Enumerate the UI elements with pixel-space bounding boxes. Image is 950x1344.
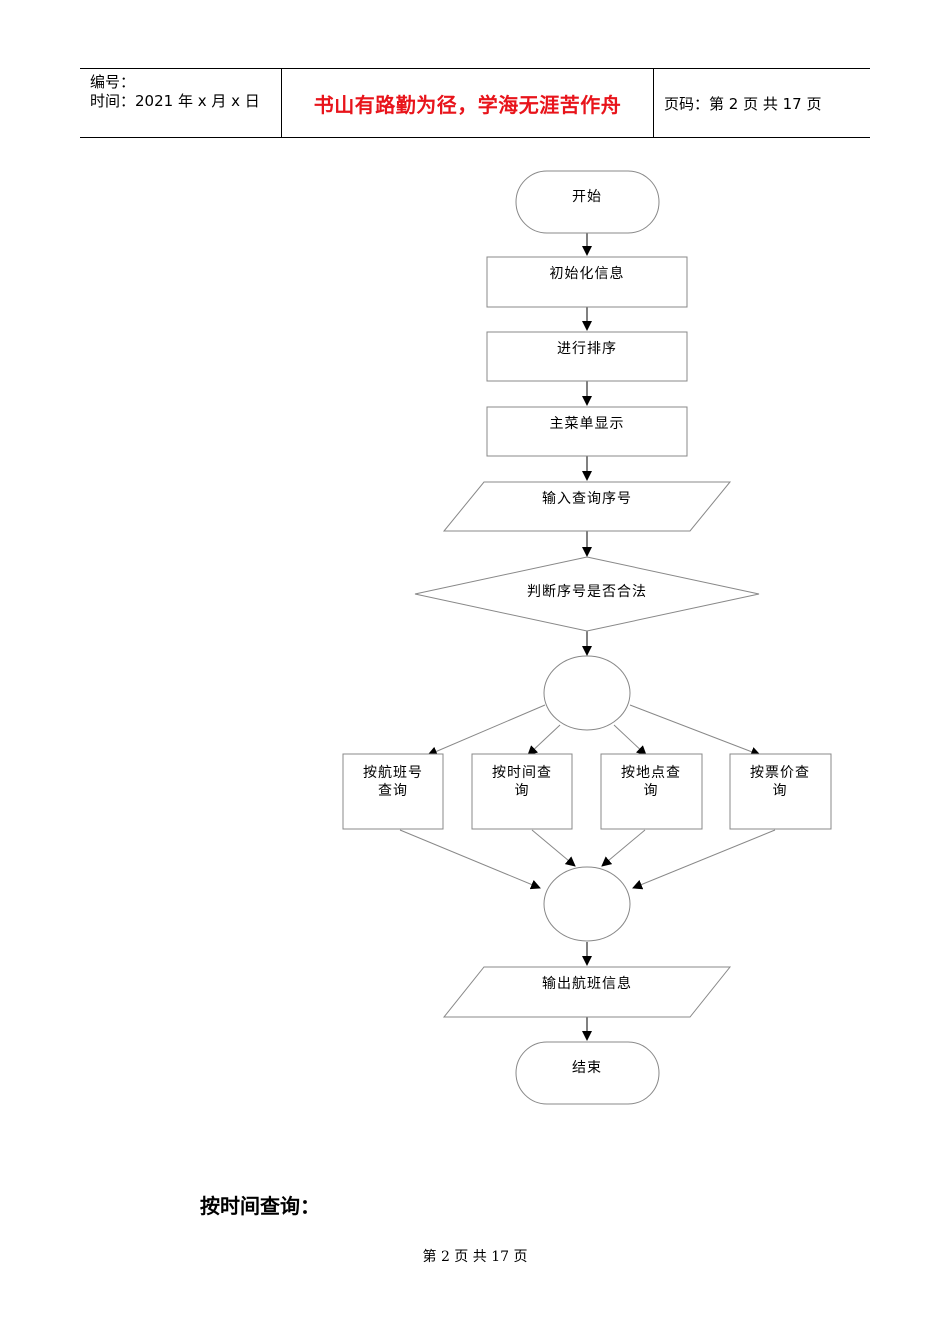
- arrow-from-branch-2: [531, 829, 576, 867]
- branch-2-label-line2: 询: [515, 783, 530, 799]
- number-label: 编号：: [90, 73, 136, 91]
- merge-junction-node: [543, 866, 631, 942]
- motto-text: 书山有路勤为径，学海无涯苦作舟: [313, 92, 622, 117]
- footer-page-number: 第 2 页 共 17 页: [422, 1249, 528, 1265]
- arrow-to-branch-1: [427, 704, 546, 757]
- start-label: 开始: [572, 189, 602, 205]
- header-page-cell: 页码：第 2 页 共 17 页: [654, 69, 870, 137]
- init-node: [486, 256, 688, 308]
- menu-node: [486, 406, 688, 457]
- input-node: [442, 481, 732, 532]
- decision-node: [414, 556, 760, 632]
- branch-junction-node: [543, 655, 631, 731]
- input-label: 输入查询序号: [542, 491, 632, 507]
- branch-3-label-line2: 询: [644, 783, 659, 799]
- menu-label: 主菜单显示: [550, 416, 625, 432]
- document-header: 编号： 时间：2021 年 x 月 x 日 书山有路勤为径，学海无涯苦作舟 页码…: [80, 68, 870, 138]
- branch-4-label-line2: 询: [773, 783, 788, 799]
- header-motto-cell: 书山有路勤为径，学海无涯苦作舟: [281, 69, 654, 137]
- branch-node-2: [471, 753, 573, 830]
- arrow-to-branch-3: [613, 724, 647, 756]
- arrow-from-branch-3: [601, 829, 646, 867]
- branch-2-label-line1: 按时间查: [492, 765, 552, 781]
- header-left-cell: 编号： 时间：2021 年 x 月 x 日: [80, 69, 281, 137]
- arrow-from-branch-1: [399, 829, 541, 890]
- init-label: 初始化信息: [550, 265, 625, 282]
- branch-1-label-line1: 按航班号: [363, 765, 423, 781]
- output-node: [442, 966, 732, 1018]
- output-label: 输出航班信息: [542, 975, 632, 992]
- end-node: [515, 1041, 660, 1105]
- arrow-to-branch-4: [629, 704, 761, 757]
- page-footer: 第 2 页 共 17 页: [0, 1246, 950, 1266]
- branch-1-label-line2: 查询: [378, 783, 408, 799]
- sort-label: 进行排序: [557, 341, 617, 357]
- start-node: [515, 170, 660, 234]
- branch-connectors: [399, 704, 776, 890]
- page-info: 页码：第 2 页 共 17 页: [664, 94, 822, 113]
- sort-node: [486, 331, 688, 382]
- arrow-from-branch-4: [632, 829, 776, 890]
- branch-node-3: [600, 753, 703, 830]
- arrow-to-branch-2: [527, 724, 561, 756]
- time-label: 时间：2021 年 x 月 x 日: [90, 92, 260, 110]
- branch-4-label-line1: 按票价查: [750, 765, 810, 781]
- section-heading: 按时间查询：: [200, 1194, 320, 1218]
- branch-node-4: [729, 753, 832, 830]
- branch-node-1: [342, 753, 444, 830]
- end-label: 结束: [572, 1060, 602, 1076]
- branch-3-label-line1: 按地点查: [621, 765, 681, 781]
- decision-label: 判断序号是否合法: [527, 584, 647, 600]
